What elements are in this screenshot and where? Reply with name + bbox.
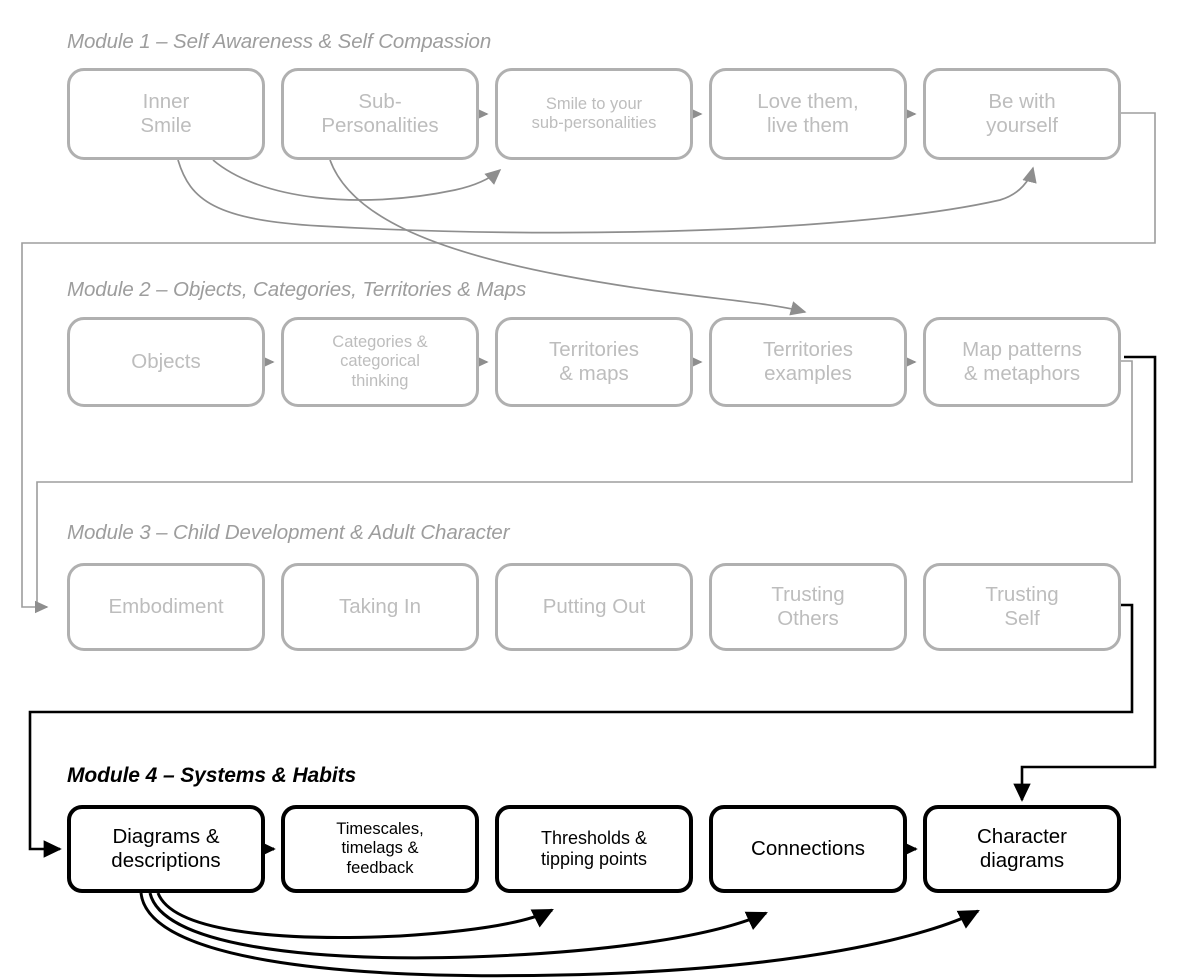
node-territories-maps[interactable]: Territories & maps xyxy=(495,317,693,407)
node-label: Diagrams & descriptions xyxy=(111,824,221,872)
module-4-title: Module 4 – Systems & Habits xyxy=(67,764,357,787)
node-connections[interactable]: Connections xyxy=(709,805,907,893)
node-sub-personalities[interactable]: Sub- Personalities xyxy=(281,68,479,160)
node-embodiment[interactable]: Embodiment xyxy=(67,563,265,651)
node-categories-categorical-thinking[interactable]: Categories & categorical thinking xyxy=(281,317,479,407)
node-smile-to-your-sub-personalities[interactable]: Smile to your sub-personalities xyxy=(495,68,693,160)
module-2-title: Module 2 – Objects, Categories, Territor… xyxy=(67,278,527,301)
node-map-patterns-metaphors[interactable]: Map patterns & metaphors xyxy=(923,317,1121,407)
node-label: Putting Out xyxy=(542,594,646,618)
node-label: Smile to your sub-personalities xyxy=(531,94,657,132)
node-label: Thresholds & tipping points xyxy=(540,827,648,869)
node-label: Character diagrams xyxy=(976,824,1067,872)
node-label: Territories examples xyxy=(763,337,853,385)
node-objects[interactable]: Objects xyxy=(67,317,265,407)
node-diagrams-descriptions[interactable]: Diagrams & descriptions xyxy=(67,805,265,893)
module-1-title: Module 1 – Self Awareness & Self Compass… xyxy=(67,30,492,53)
node-taking-in[interactable]: Taking In xyxy=(281,563,479,651)
node-territories-examples[interactable]: Territories examples xyxy=(709,317,907,407)
node-character-diagrams[interactable]: Character diagrams xyxy=(923,805,1121,893)
node-label: Trusting Self xyxy=(985,582,1059,630)
curve-diagrams-to-connections xyxy=(148,892,768,960)
node-label: Love them, live them xyxy=(757,89,859,137)
node-label: Embodiment xyxy=(108,594,224,618)
curve-diagrams-to-character-diagrams xyxy=(139,892,980,978)
node-trusting-self[interactable]: Trusting Self xyxy=(923,563,1121,651)
node-thresholds-tipping-points[interactable]: Thresholds & tipping points xyxy=(495,805,693,893)
module-3-title: Module 3 – Child Development & Adult Cha… xyxy=(67,521,510,544)
node-putting-out[interactable]: Putting Out xyxy=(495,563,693,651)
curve-diagrams-to-thresholds xyxy=(156,892,554,939)
node-label: Timescales, timelags & feedback xyxy=(336,819,424,877)
node-love-them-live-them[interactable]: Love them, live them xyxy=(709,68,907,160)
node-timescales-timelags-feedback[interactable]: Timescales, timelags & feedback xyxy=(281,805,479,893)
curve-inner-smile-to-smile-sub-personalities xyxy=(212,159,502,201)
node-label: Be with yourself xyxy=(986,89,1058,137)
node-inner-smile[interactable]: Inner Smile xyxy=(67,68,265,160)
node-trusting-others[interactable]: Trusting Others xyxy=(709,563,907,651)
node-label: Trusting Others xyxy=(771,582,845,630)
node-label: Connections xyxy=(751,836,865,860)
node-label: Categories & categorical thinking xyxy=(332,332,428,390)
node-label: Inner Smile xyxy=(140,89,192,137)
node-label: Taking In xyxy=(338,594,422,618)
node-label: Objects xyxy=(131,349,201,373)
node-label: Sub- Personalities xyxy=(321,89,439,137)
curve-inner-smile-to-be-with-yourself xyxy=(177,159,1037,234)
node-be-with-yourself[interactable]: Be with yourself xyxy=(923,68,1121,160)
node-label: Territories & maps xyxy=(549,337,639,385)
node-label: Map patterns & metaphors xyxy=(962,337,1082,385)
